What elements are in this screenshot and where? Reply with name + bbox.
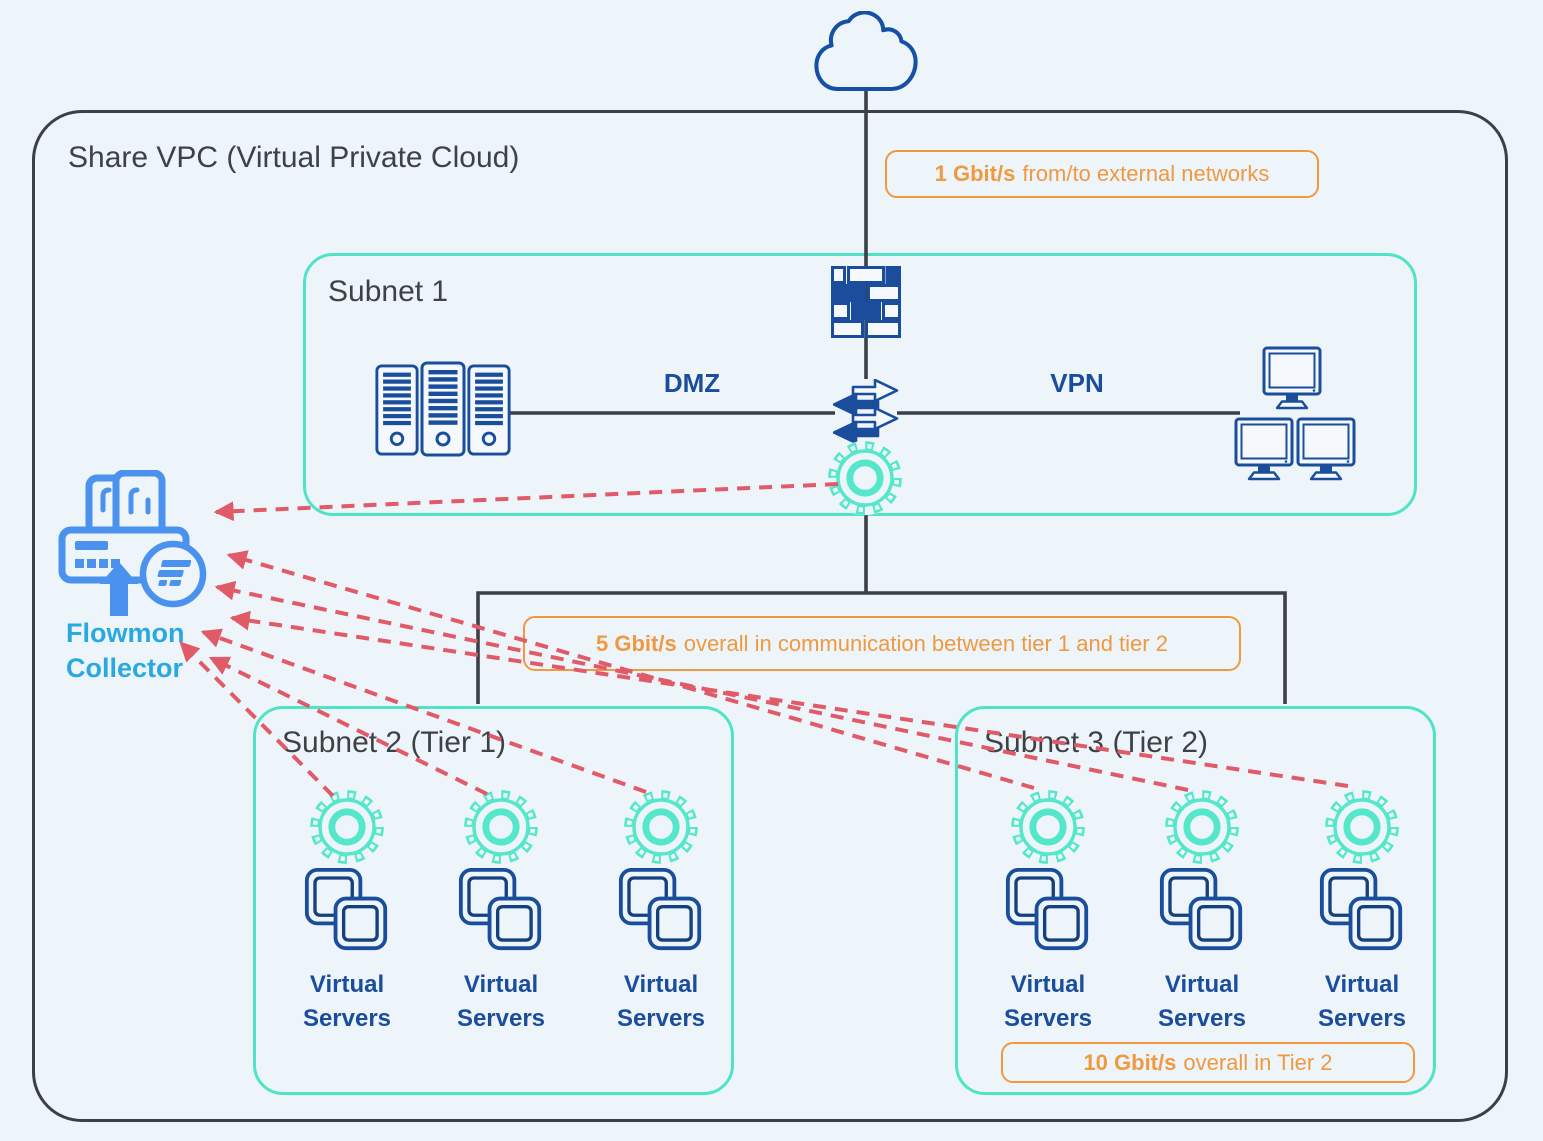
gear-icon [623,789,699,865]
flowmon-collector-label: Flowmon Collector [66,618,185,683]
server-rack-icon [420,361,466,457]
virtual-machine-icon [304,867,390,953]
gear-icon [1010,789,1086,865]
virtual-servers-label: Virtual Servers [1157,971,1247,1032]
virtual-servers-label: Virtual Servers [456,971,546,1032]
virtual-machine-icon [1159,867,1245,953]
server-rack-icon [374,364,420,456]
subnet1-title: Subnet 1 [328,275,449,308]
virtual-servers-label: Virtual Servers [302,971,392,1032]
bandwidth-badge-external: 1 Gbit/s from/to external networks [885,150,1319,198]
gear-icon [1164,789,1240,865]
virtual-machine-icon [1005,867,1091,953]
virtual-servers-label: Virtual Servers [1003,971,1093,1032]
monitor-icon [1296,417,1356,481]
virtual-servers-label: Virtual Servers [616,971,706,1032]
badge-text: overall in communication between tier 1 … [683,630,1168,656]
gear-icon [309,789,385,865]
firewall-icon [831,266,901,340]
virtual-machine-icon [1319,867,1405,953]
flowmon-collector-icon [58,470,210,616]
badge-text: from/to external networks [1022,161,1270,186]
virtual-machine-icon [618,867,704,953]
virtual-servers-label: Virtual Servers [1317,971,1407,1032]
gear-icon [827,440,903,516]
bandwidth-badge-tier-link: 5 Gbit/s overall in communication betwee… [523,616,1241,671]
vpc-boundary [32,110,1508,1122]
gear-icon [1324,789,1400,865]
vpn-label: VPN [1050,368,1104,398]
traffic-arrows-icon [833,379,899,445]
gear-icon [463,789,539,865]
dmz-label: DMZ [663,368,721,398]
subnet2-title: Subnet 2 (Tier 1) [282,726,506,759]
badge-value: 10 Gbit/s [1083,1049,1177,1075]
monitor-icon [1262,346,1322,410]
subnet3-title: Subnet 3 (Tier 2) [984,726,1208,759]
badge-value: 5 Gbit/s [596,630,677,656]
badge-text: overall in Tier 2 [1183,1049,1333,1075]
monitor-icon [1234,417,1294,481]
cloud-icon [812,11,920,92]
virtual-machine-icon [458,867,544,953]
bandwidth-badge-tier2: 10 Gbit/s overall in Tier 2 [1001,1042,1415,1083]
badge-value: 1 Gbit/s [934,161,1016,186]
vpc-title: Share VPC (Virtual Private Cloud) [68,141,520,174]
server-rack-icon [466,364,512,456]
